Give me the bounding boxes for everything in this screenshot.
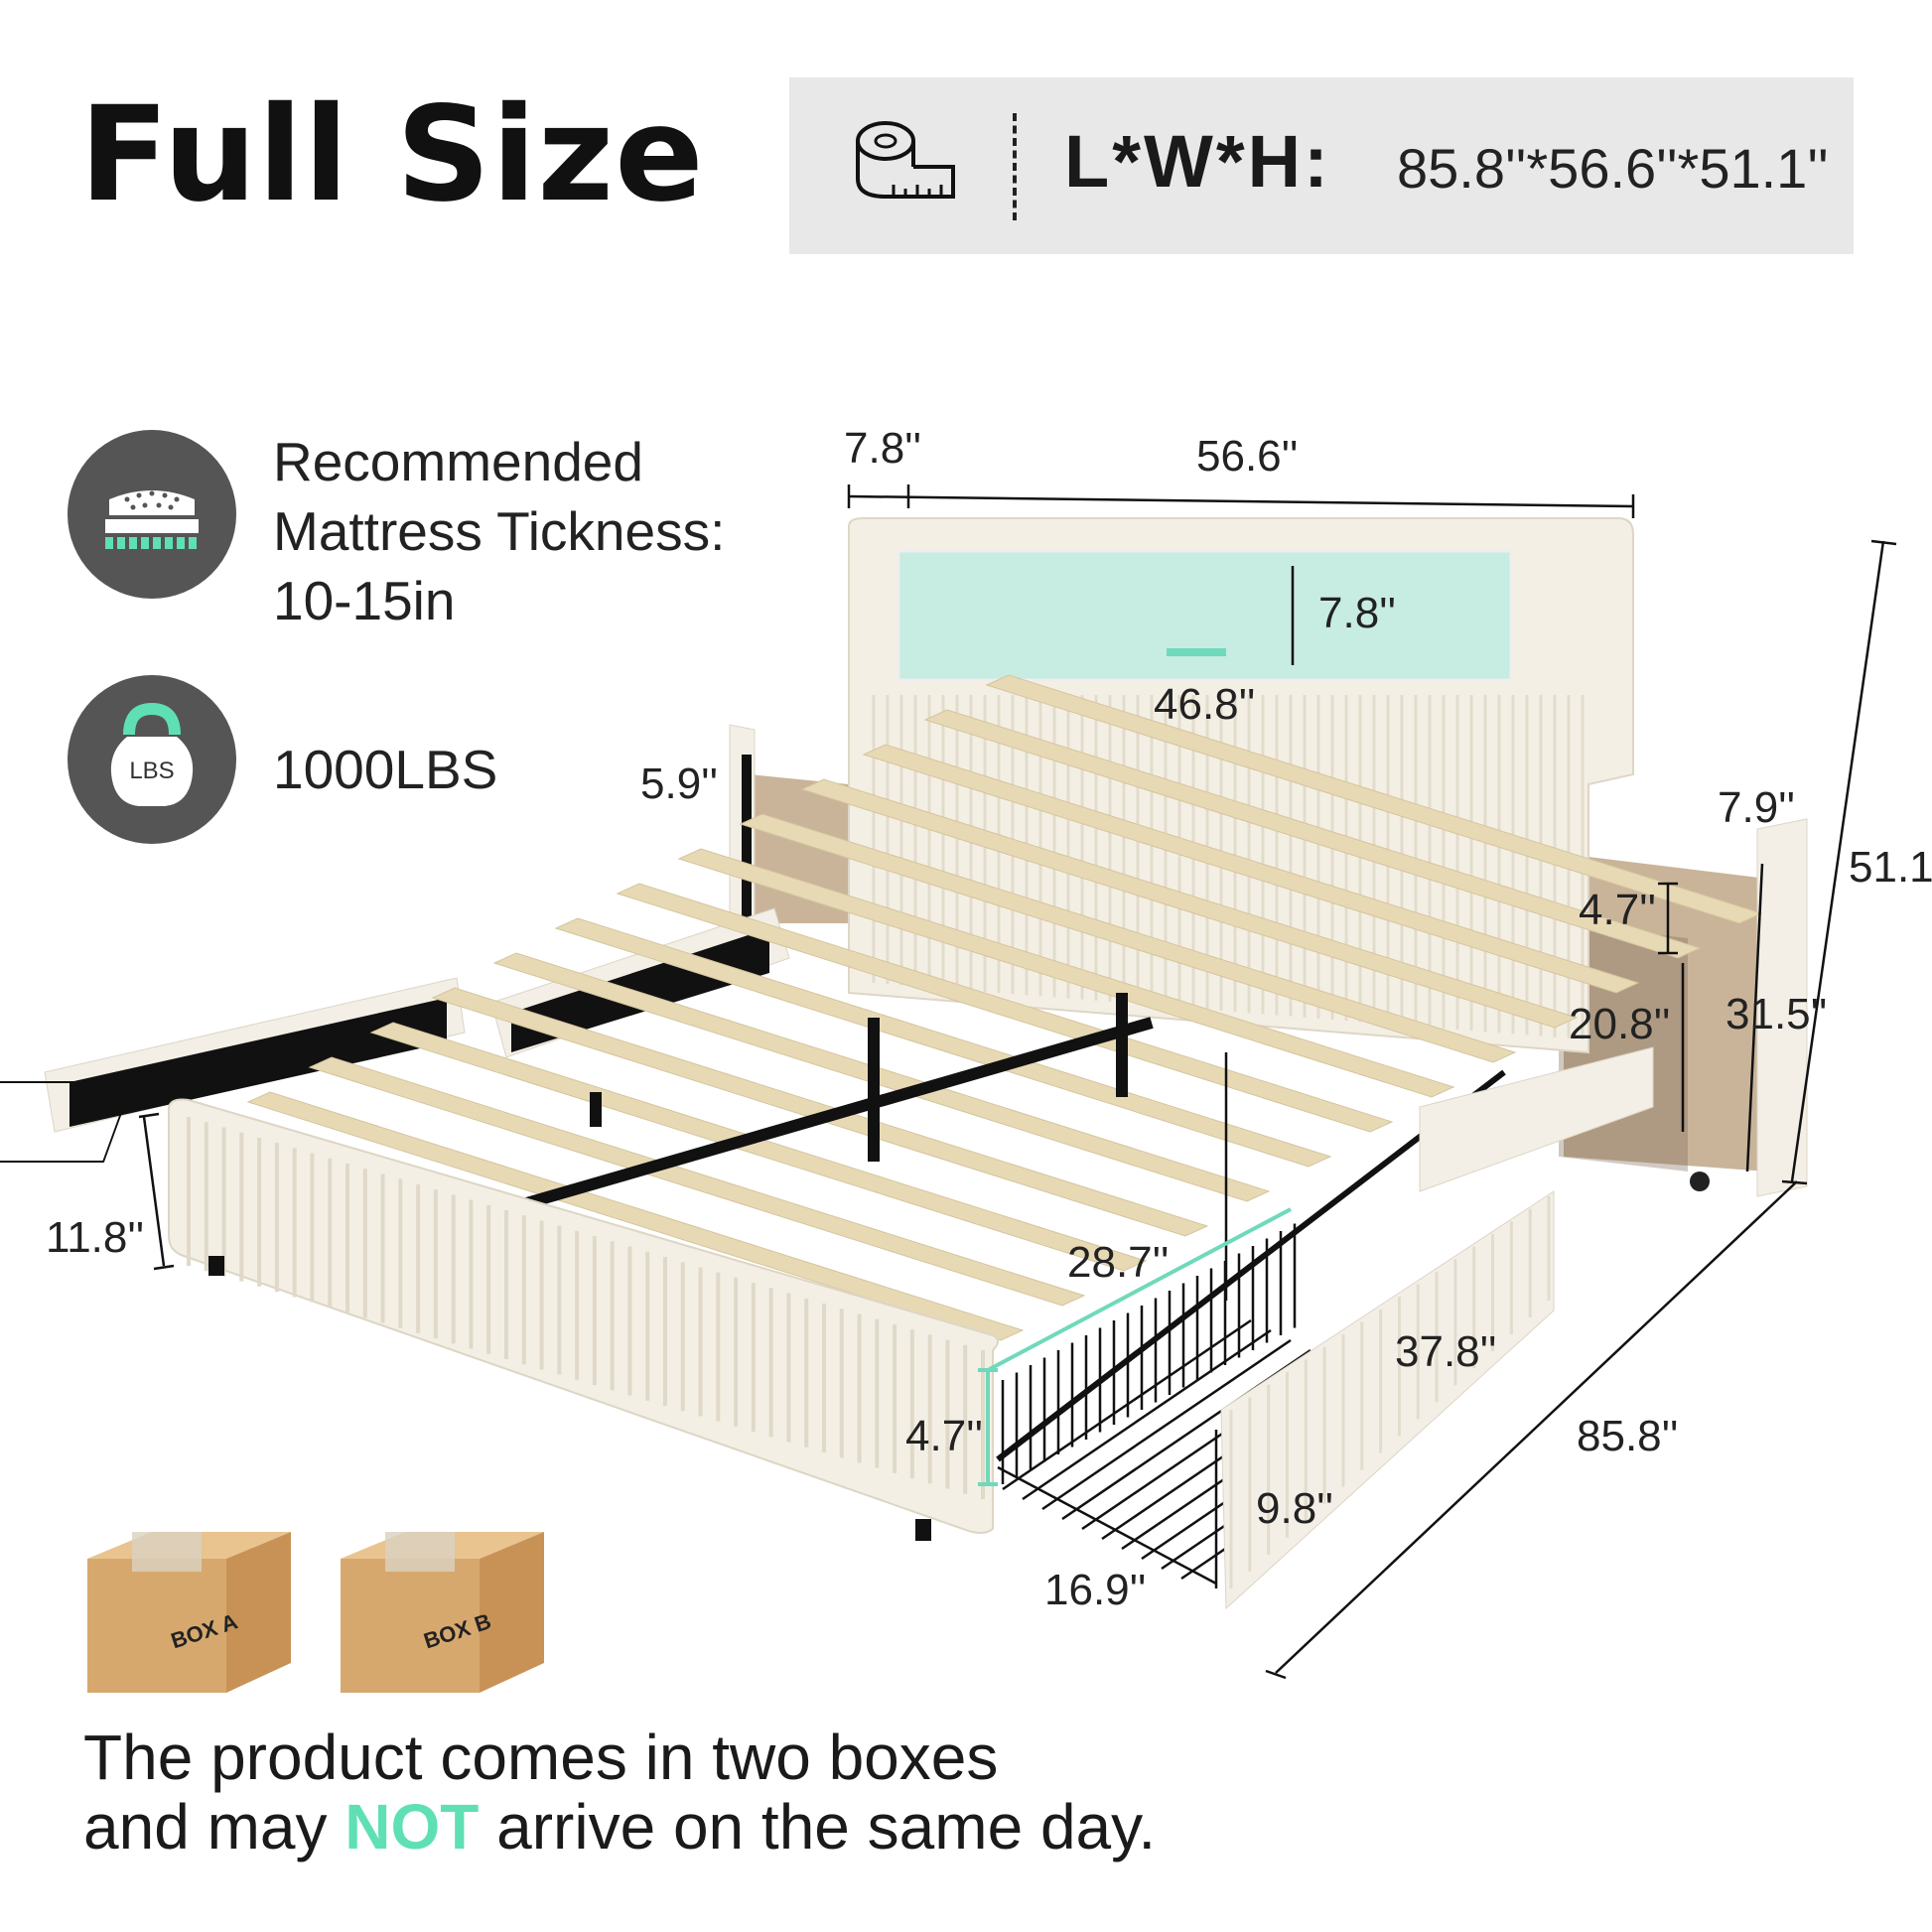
box-a-image: BOX A bbox=[87, 1532, 291, 1693]
mattress-line-2: Mattress Tickness: bbox=[273, 500, 726, 562]
shipping-note-line-1: The product comes in two boxes bbox=[83, 1722, 999, 1793]
dimensions-banner: L*W*H: 85.8''*56.6''*51.1'' bbox=[789, 77, 1854, 254]
mattress-feature-text: Recommended Mattress Tickness: 10-15in bbox=[273, 427, 725, 635]
dim-right-panel-height: 31.5'' bbox=[1725, 990, 1828, 1038]
kettlebell-weight-icon: LBS bbox=[68, 675, 236, 844]
note-after: arrive on the same day. bbox=[479, 1791, 1157, 1863]
weight-feature-text: 1000LBS bbox=[273, 735, 497, 804]
dim-drawer-inner-height: 4.7'' bbox=[905, 1412, 983, 1460]
mattress-line-1: Recommended bbox=[273, 431, 643, 492]
box-b-image: BOX B bbox=[341, 1532, 544, 1693]
page-title: Full Size bbox=[79, 78, 705, 231]
divider bbox=[1013, 113, 1017, 220]
dim-side-rail-height: 11.8'' bbox=[46, 1213, 145, 1262]
dim-drawer-width: 16.9'' bbox=[1044, 1566, 1147, 1614]
mattress-icon bbox=[68, 430, 236, 599]
dim-right-shelf-lower: 20.8'' bbox=[1569, 1000, 1671, 1048]
note-before: and may bbox=[83, 1791, 345, 1863]
dim-headboard-width: 56.6'' bbox=[1196, 432, 1299, 481]
dim-right-shelf-top: 4.7'' bbox=[1579, 886, 1656, 934]
note-highlight-not: NOT bbox=[345, 1791, 480, 1863]
shipping-note: The product comes in two boxes and may N… bbox=[83, 1723, 1156, 1862]
dim-drawer-diagonal: 28.7'' bbox=[1067, 1238, 1170, 1287]
dim-shelf-width: 46.8'' bbox=[1154, 680, 1256, 729]
dim-right-nightstand-depth: 7.9'' bbox=[1718, 783, 1795, 832]
dim-overall-length: 85.8'' bbox=[1577, 1412, 1679, 1460]
mattress-line-3: 10-15in bbox=[273, 570, 456, 631]
dim-left-nightstand-height: 5.9'' bbox=[640, 759, 718, 808]
weight-capacity: 1000LBS bbox=[273, 739, 498, 800]
dim-overall-height: 51.1'' bbox=[1849, 843, 1932, 892]
tape-measure-icon bbox=[856, 121, 955, 199]
dim-shelf-height: 7.8'' bbox=[1318, 589, 1396, 637]
dim-drawer-depth: 37.8'' bbox=[1395, 1327, 1497, 1376]
dimensions-label: L*W*H: bbox=[1064, 120, 1331, 203]
dim-drawer-front-height: 9.8'' bbox=[1256, 1484, 1333, 1533]
lbs-icon-text: LBS bbox=[129, 758, 174, 784]
dimensions-value: 85.8''*56.6''*51.1'' bbox=[1397, 137, 1829, 200]
shipping-note-line-2: and may NOT arrive on the same day. bbox=[83, 1792, 1156, 1862]
dim-headboard-side-depth: 7.8'' bbox=[844, 424, 921, 473]
